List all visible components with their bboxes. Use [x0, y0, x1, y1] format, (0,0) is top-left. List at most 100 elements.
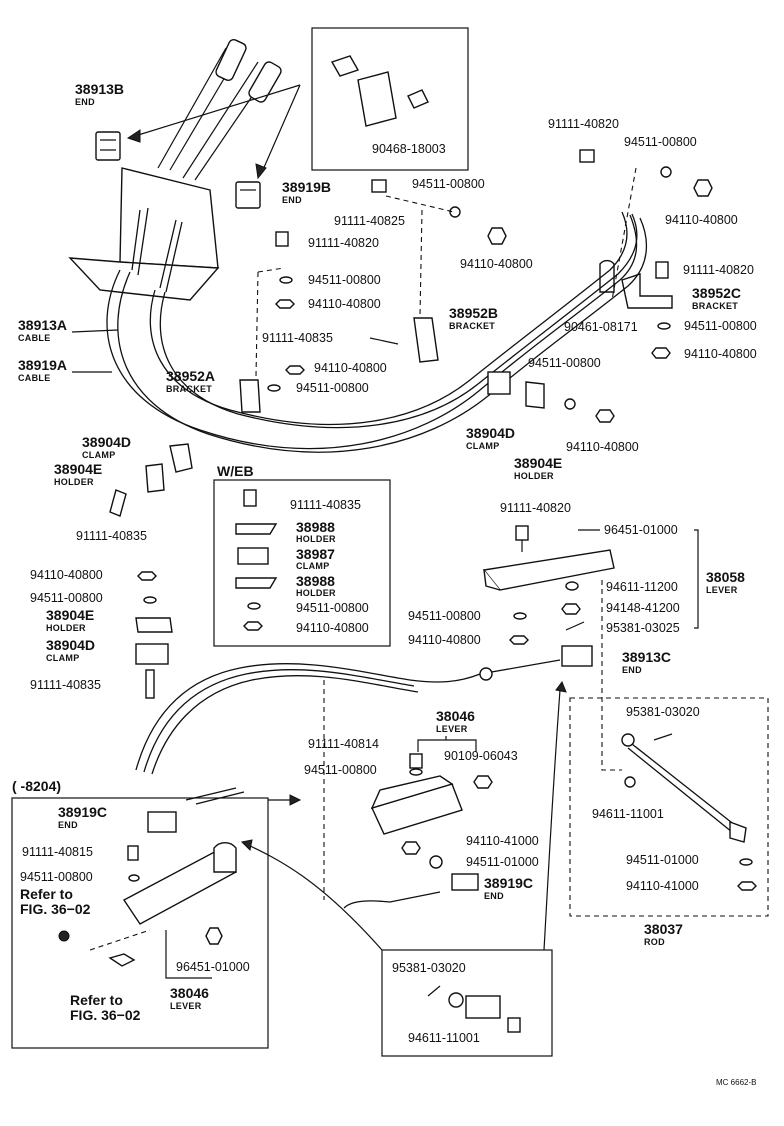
inset-refer1a: Refer to: [20, 886, 73, 902]
label-38037-sub: ROD: [644, 937, 665, 947]
box-end-part: [465, 995, 501, 1019]
label-94148-41200: 94148-41200: [606, 601, 680, 615]
label-38919B: 38919B: [282, 179, 331, 195]
label-38904D-top: 38904D: [82, 434, 131, 450]
inset-end-38919C-part: [147, 811, 177, 833]
label-91111-40835-ll: 91111-40835: [30, 678, 101, 692]
inset-label-38919C-sub: END: [58, 820, 78, 830]
label-94511-00800-ll: 94511-00800: [30, 591, 103, 605]
label-38952C-sub: BRACKET: [692, 301, 738, 311]
label-94511-01000-lv: 94511-01000: [466, 855, 539, 869]
web-label-94110: 94110-40800: [296, 621, 369, 635]
clamp-38904D-top-part: [169, 443, 193, 473]
link-line-1: [543, 689, 561, 951]
label-94110-40800-ll: 94110-40800: [30, 568, 103, 582]
label-94110-40800-l: 94110-40800: [308, 297, 381, 311]
bracket-38952A-part: [239, 379, 261, 413]
label-91111-40820-m: 91111-40820: [500, 501, 571, 515]
inset-8204-box: [11, 797, 269, 1049]
label-38913B: 38913B: [75, 81, 124, 97]
label-91111-40820-r: 91111-40820: [683, 263, 754, 277]
label-94511-00800-lv: 94511-00800: [304, 763, 377, 777]
label-38952B-sub: BRACKET: [449, 321, 495, 331]
end-38913B-part: [95, 131, 121, 161]
web-title: W/EB: [217, 463, 254, 479]
end-38913C-part: [561, 645, 593, 667]
label-38904D-ll-sub: CLAMP: [46, 653, 80, 663]
label-91111-40835-c: 91111-40835: [262, 331, 333, 345]
detail-box-90468: [311, 27, 469, 171]
rod-label-94511: 94511-01000: [626, 853, 699, 867]
label-38904E-top: 38904E: [54, 461, 102, 477]
label-94511-00800-mid: 94511-00800: [412, 177, 485, 191]
label-38913A-sub: CABLE: [18, 333, 51, 343]
label-38913C: 38913C: [622, 649, 671, 665]
label-38952C: 38952C: [692, 285, 741, 301]
inset-refer2b: FIG. 36−02: [70, 1007, 141, 1023]
label-38913C-sub: END: [622, 665, 642, 675]
label-91111-40820-l: 91111-40820: [308, 236, 379, 250]
label-38904E-ll-sub: HOLDER: [46, 623, 86, 633]
web-label-38988b-sub: HOLDER: [296, 588, 336, 598]
end-38919C-mid-part: [451, 873, 479, 891]
label-94511-00800-m: 94511-00800: [408, 609, 481, 623]
label-38919A: 38919A: [18, 357, 67, 373]
label-38919A-sub: CABLE: [18, 373, 51, 383]
label-94511-00800-top: 94511-00800: [624, 135, 697, 149]
label-94611-11200: 94611-11200: [606, 580, 678, 594]
label-38952A-sub: BRACKET: [166, 384, 212, 394]
label-94110-40800-c: 94110-40800: [314, 361, 387, 375]
inset-refer1b: FIG. 36−02: [20, 901, 91, 917]
end-38919B-part: [235, 181, 261, 209]
label-94511-00800-c: 94511-00800: [296, 381, 369, 395]
label-91111-40835-l: 91111-40835: [76, 529, 147, 543]
label-94110-40800-m: 94110-40800: [408, 633, 481, 647]
label-91111-40825: 91111-40825: [334, 214, 405, 228]
lever-38046-part: [370, 775, 463, 835]
label-94110-40800-mid: 94110-40800: [460, 257, 533, 271]
clamp-38904D-right-part: [487, 371, 511, 395]
label-38913A: 38913A: [18, 317, 67, 333]
label-38952B: 38952B: [449, 305, 498, 321]
label-38904E-r-sub: HOLDER: [514, 471, 554, 481]
web-label-91111: 91111-40835: [290, 498, 361, 512]
label-38919C-m: 38919C: [484, 875, 533, 891]
label-94511-00800-cr: 94511-00800: [528, 356, 601, 370]
rod-detail-box: [569, 697, 769, 917]
bracket-38952C-part: [621, 273, 673, 309]
inset-label-94511: 94511-00800: [20, 870, 93, 884]
box-label-94611: 94611-11001: [408, 1031, 480, 1045]
label-90461: 90461-08171: [564, 320, 638, 334]
holder-38904E-top-part: [145, 463, 165, 493]
inset-label-38919C: 38919C: [58, 804, 107, 820]
inset-lever-38046-part: [122, 842, 237, 925]
label-38037: 38037: [644, 921, 683, 937]
label-38952A: 38952A: [166, 368, 215, 384]
bracket-38952B-part: [413, 317, 439, 363]
label-38904E-top-sub: HOLDER: [54, 477, 94, 487]
label-94110-40800-tr: 94110-40800: [665, 213, 738, 227]
label-38904D-r: 38904D: [466, 425, 515, 441]
lower-cables: [135, 659, 561, 775]
label-94110-40800-cr: 94110-40800: [566, 440, 639, 454]
label-91111-40814: 91111-40814: [308, 737, 379, 751]
shift-lever-assembly: [68, 39, 282, 301]
label-38904D-r-sub: CLAMP: [466, 441, 500, 451]
inset-label-38046-sub: LEVER: [170, 1001, 202, 1011]
label-94110-40800-r: 94110-40800: [684, 347, 757, 361]
web-detail-box: [213, 479, 391, 647]
inset-label-91111: 91111-40815: [22, 845, 93, 859]
web-label-38987-sub: CLAMP: [296, 561, 330, 571]
label-38919C-m-sub: END: [484, 891, 504, 901]
web-label-38988a: 38988: [296, 519, 335, 535]
bolt-top-right: [579, 149, 595, 163]
lever-38058-part: [482, 549, 615, 591]
rod-38037-part: [621, 733, 747, 843]
label-38904D-top-sub: CLAMP: [82, 450, 116, 460]
link-line-2: [245, 843, 383, 951]
label-38919B-sub: END: [282, 195, 302, 205]
clamp-38904D-ll-part: [135, 643, 169, 665]
web-detail-parts: [235, 489, 278, 631]
